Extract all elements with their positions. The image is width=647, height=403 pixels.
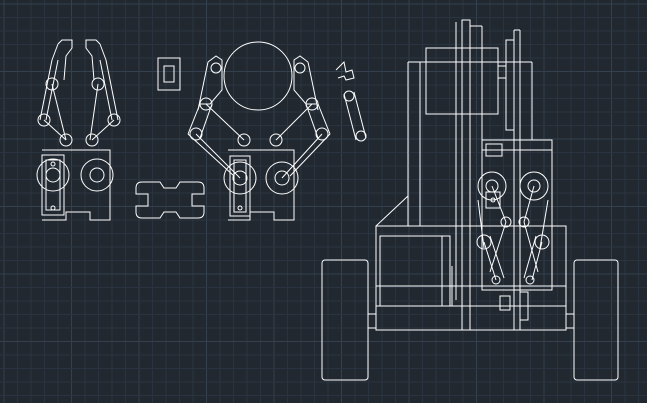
small-plate[interactable] [157,57,181,91]
finger-link-detail[interactable] [335,60,367,142]
robot-side-assembly[interactable] [321,19,619,381]
gripper-open-view[interactable] [187,41,331,221]
gripper-front-view[interactable] [36,39,121,221]
connector-piece[interactable] [135,181,205,219]
